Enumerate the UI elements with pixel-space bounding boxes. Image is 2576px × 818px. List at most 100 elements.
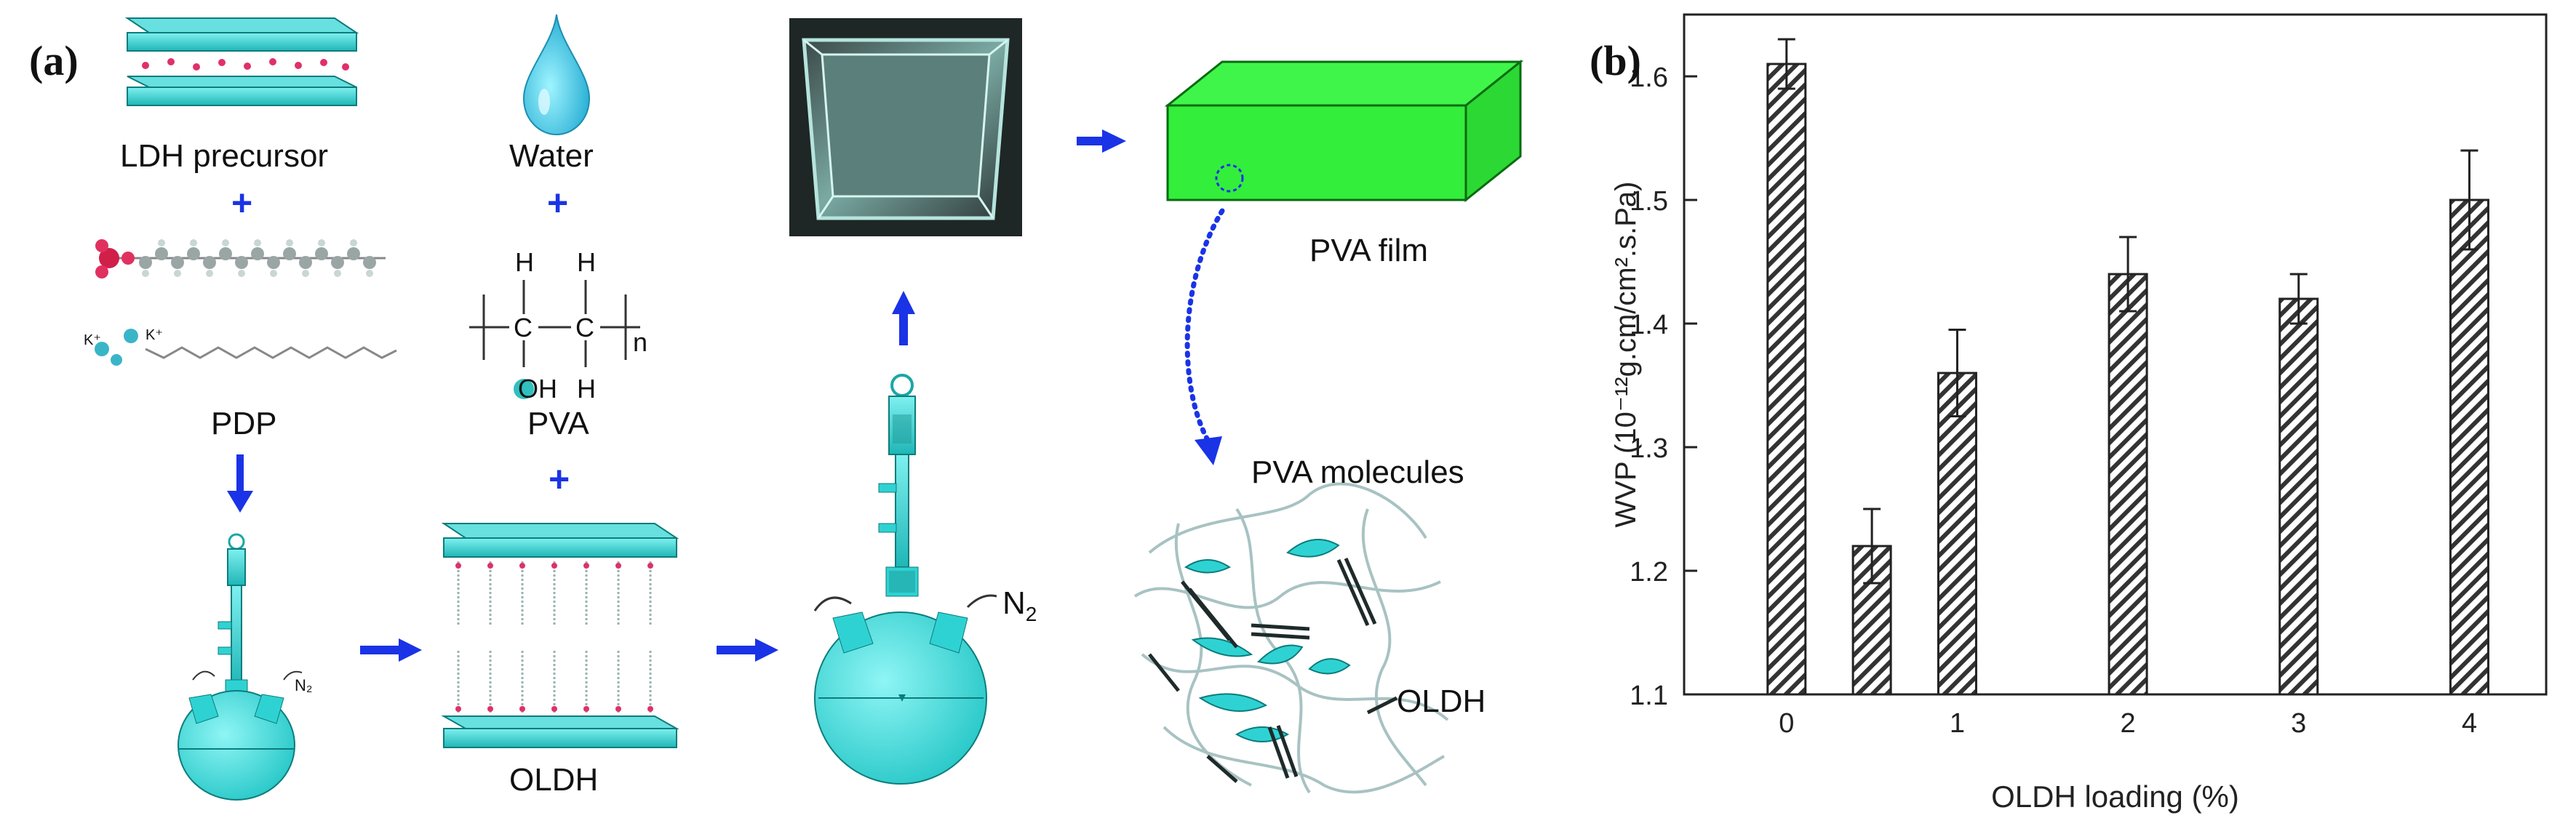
ldh-sheet-fragment [1308, 658, 1351, 675]
pva-c-label-2: C [575, 313, 594, 342]
y-tick-label: 1.4 [1630, 310, 1668, 340]
head-group-atom [551, 563, 557, 569]
oldh-label: OLDH [509, 762, 599, 798]
kplus-label-2: K⁺ [145, 327, 163, 343]
oldh-platelet [1206, 755, 1238, 783]
oldh-platelet [1267, 726, 1290, 779]
head-group-atom [615, 706, 621, 712]
y-axis-label: WVP (10⁻¹²g.cm/cm².s.Pa) [1610, 182, 1642, 528]
pdp-chain-atom [331, 256, 344, 269]
wvp-bar [1937, 372, 1977, 696]
ldh-precursor-icon [124, 17, 359, 106]
oldh-platelet [1148, 653, 1180, 692]
pdp-molecule-icon [95, 239, 397, 366]
pdp-chain-atom [363, 256, 376, 269]
head-group-atom [455, 706, 461, 712]
pdp-hydrogen-atom [158, 239, 165, 246]
pva-oh-label: OH [518, 374, 557, 404]
kplus-label-1: K⁺ [84, 332, 101, 348]
x-tick-label: 1 [1950, 708, 1965, 739]
water-drop-icon [522, 14, 591, 136]
oldh-platelet [1276, 725, 1299, 777]
head-group-atom [455, 563, 461, 569]
arrow-to-oldh [360, 638, 422, 662]
pva-film-block-icon [1164, 59, 1524, 203]
pva-n-label: n [633, 327, 648, 357]
pva-polymer-chain [1361, 508, 1427, 787]
oldh-platelet [1336, 558, 1370, 627]
pdp-hydrogen-atom [238, 270, 245, 277]
pdp-chain-atom [203, 256, 216, 269]
ldh-sheet-fragment [1184, 559, 1231, 574]
oldh-platelet [1188, 588, 1238, 649]
pdp-chain-atom [219, 247, 232, 260]
pdp-label: PDP [211, 406, 277, 441]
pdp-hydrogen-atom [286, 239, 293, 246]
y-tick-label: 1.3 [1630, 433, 1668, 464]
pva-composite-network-icon [1133, 482, 1449, 794]
ldh-precursor-label: LDH precursor [120, 138, 329, 174]
dotted-zoom-arrow [1184, 208, 1225, 465]
pdp-chain-atom [299, 256, 312, 269]
panel-a-label: (a) [29, 37, 79, 84]
x-axis-label: OLDH loading (%) [1991, 779, 2239, 814]
n2-large-label: N2 [1002, 585, 1037, 625]
pdp-hydrogen-atom [302, 270, 309, 277]
pva-formula-icon [469, 280, 640, 367]
small-reaction-flask-icon [178, 533, 303, 801]
pdp-chain-atom [139, 256, 152, 269]
y-tick-label: 1.6 [1630, 63, 1668, 93]
water-label: Water [509, 138, 594, 174]
head-group-atom [583, 706, 589, 712]
head-group-atom [487, 563, 493, 569]
wvp-bar [2108, 273, 2148, 696]
large-reaction-flask-icon [813, 374, 997, 785]
head-group-atom [583, 563, 589, 569]
pva-h-label-1: H [515, 247, 534, 277]
y-tick-label: 1.2 [1630, 557, 1668, 588]
n2-small-label: N₂ [295, 676, 313, 694]
x-tick-label: 0 [1779, 708, 1794, 739]
x-tick-label: 3 [2291, 708, 2306, 739]
x-tick-label: 2 [2121, 708, 2136, 739]
plus-sign-2: + [547, 183, 569, 223]
pdp-hydrogen-atom [174, 270, 181, 277]
pdp-hydrogen-atom [254, 239, 261, 246]
oldh-platelet [1344, 557, 1377, 625]
head-group-atom [647, 706, 653, 712]
x-tick-label: 4 [2462, 708, 2477, 739]
pdp-hydrogen-atom [334, 270, 341, 277]
glass-tray-photo [789, 18, 1022, 236]
pva-polymer-chain [1133, 580, 1441, 609]
wvp-bar [1766, 63, 1807, 696]
pdp-hydrogen-atom [318, 239, 325, 246]
arrow-to-large-flask [717, 638, 778, 662]
pva-label: PVA [527, 406, 589, 441]
wvp-bar [2278, 297, 2319, 696]
plus-sign-1: + [231, 183, 253, 223]
oldh-platelet [1366, 696, 1398, 715]
pdp-chain-atom [251, 247, 264, 260]
head-group-atom [519, 563, 525, 569]
ldh-sheet-fragment [1191, 637, 1253, 657]
pdp-chain-atom [283, 247, 296, 260]
pdp-hydrogen-atom [270, 270, 277, 277]
head-group-atom [551, 706, 557, 712]
y-tick-label: 1.1 [1630, 681, 1668, 711]
ldh-sheet-fragment [1257, 644, 1304, 665]
plus-sign-3: + [549, 459, 570, 500]
oldh-platelet [1251, 623, 1310, 631]
wvp-bar [2449, 199, 2489, 696]
pdp-chain-atom [267, 256, 280, 269]
head-group-atom [519, 706, 525, 712]
head-group-atom [647, 563, 653, 569]
pdp-hydrogen-atom [206, 270, 213, 277]
head-group-atom [615, 563, 621, 569]
pva-polymer-chain [1148, 482, 1427, 554]
oh-oxygen-icon [514, 379, 534, 399]
pva-film-label: PVA film [1309, 233, 1429, 268]
pdp-hydrogen-atom [366, 270, 373, 277]
oldh-structure-icon [441, 523, 679, 748]
